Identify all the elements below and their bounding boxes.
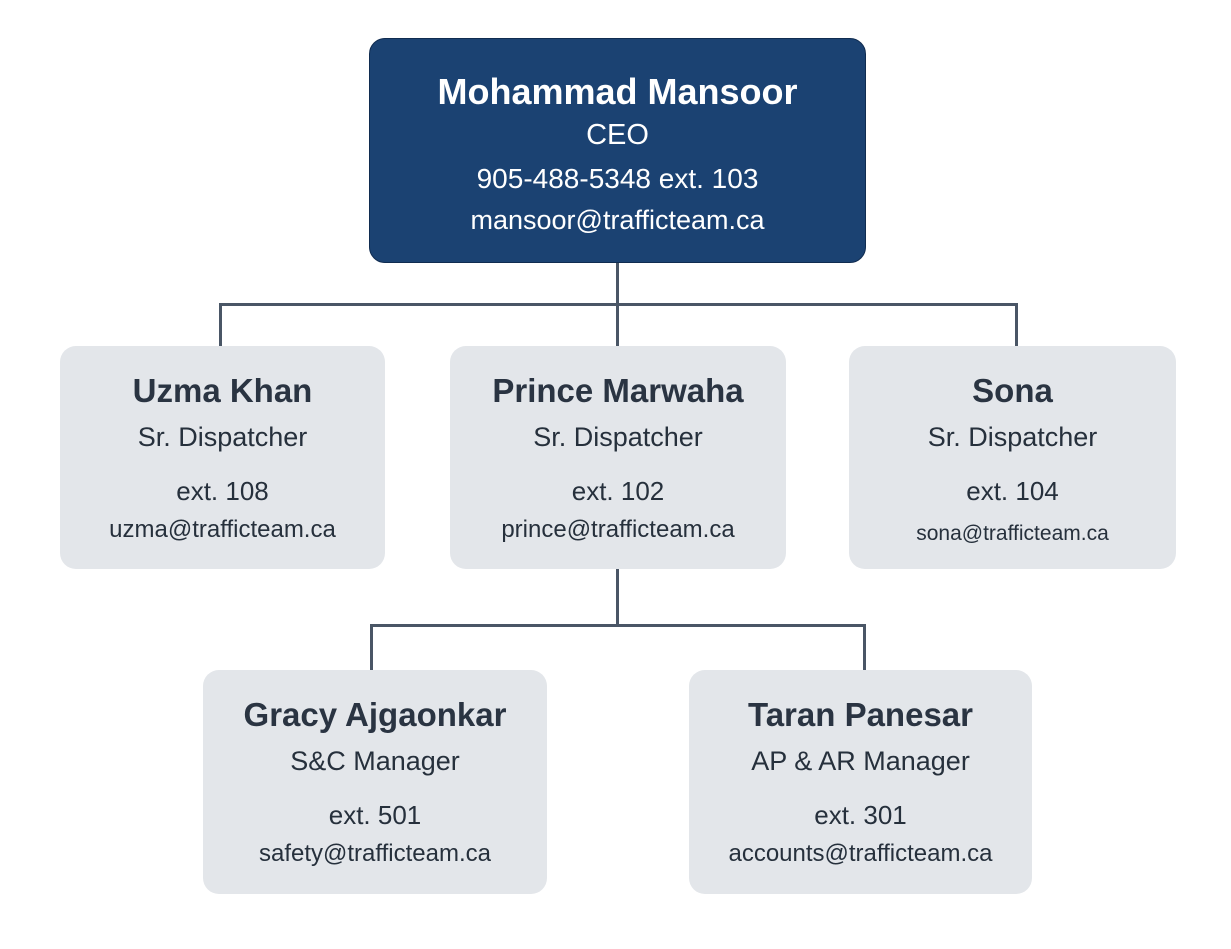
org-node-taran-panesar: Taran Panesar AP & AR Manager ext. 301 a… [689, 670, 1032, 894]
person-ext: ext. 108 [176, 476, 269, 506]
person-name: Mohammad Mansoor [437, 71, 798, 112]
person-title: AP & AR Manager [751, 746, 970, 776]
connector-uzma [219, 303, 222, 347]
person-name: Sona [972, 372, 1053, 409]
person-title: S&C Manager [290, 746, 460, 776]
person-name: Uzma Khan [132, 372, 313, 409]
person-name: Taran Panesar [747, 696, 973, 733]
person-ext: ext. 102 [571, 476, 665, 506]
person-ext: ext. 501 [328, 800, 422, 830]
person-phone: 905-488-5348 ext. 103 [476, 163, 759, 194]
person-email: accounts@trafficteam.ca [728, 840, 993, 867]
connector-level2-horizontal [370, 624, 866, 627]
person-title: Sr. Dispatcher [533, 422, 703, 452]
person-ext: ext. 104 [966, 476, 1059, 506]
person-name: Gracy Ajgaonkar [243, 696, 507, 733]
person-title: CEO [586, 119, 649, 151]
person-email: uzma@trafficteam.ca [109, 516, 336, 543]
person-email: prince@trafficteam.ca [501, 516, 735, 543]
person-email: sona@trafficteam.ca [916, 522, 1109, 545]
person-title: Sr. Dispatcher [927, 422, 1098, 452]
connector-taran [863, 624, 866, 671]
connector-level1-horizontal [219, 303, 1018, 306]
person-email: safety@trafficteam.ca [258, 840, 491, 867]
org-node-gracy-ajgaonkar: Gracy Ajgaonkar S&C Manager ext. 501 saf… [203, 670, 547, 894]
connector-sona [1015, 303, 1018, 347]
org-node-prince-marwaha: Prince Marwaha Sr. Dispatcher ext. 102 p… [450, 346, 786, 569]
person-name: Prince Marwaha [492, 372, 744, 409]
org-node-sona: Sona Sr. Dispatcher ext. 104 sona@traffi… [849, 346, 1176, 569]
person-email: mansoor@trafficteam.ca [470, 205, 765, 235]
person-title: Sr. Dispatcher [137, 422, 308, 452]
org-node-uzma-khan: Uzma Khan Sr. Dispatcher ext. 108 uzma@t… [60, 346, 385, 569]
connector-prince-down [616, 569, 619, 626]
connector-gracy [370, 624, 373, 671]
person-ext: ext. 301 [814, 800, 907, 830]
org-node-ceo: Mohammad Mansoor CEO 905-488-5348 ext. 1… [369, 38, 866, 263]
